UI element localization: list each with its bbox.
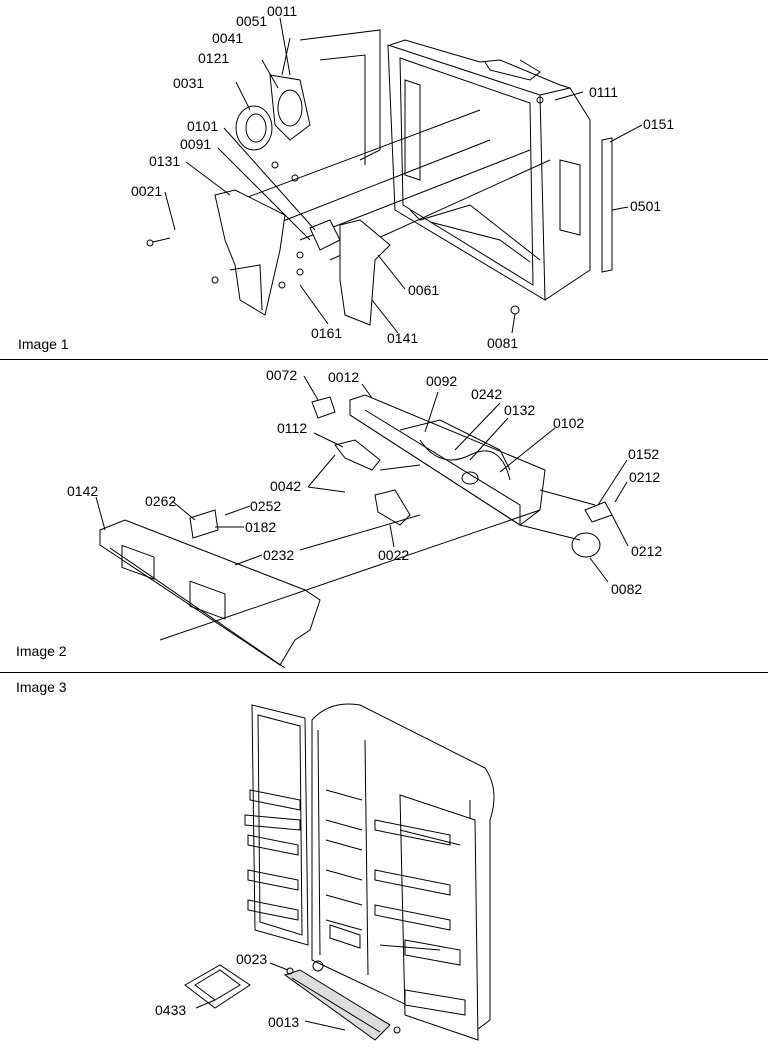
- callout-0212-b: 0212: [631, 543, 663, 559]
- callout-0102: 0102: [553, 415, 585, 431]
- callout-0132: 0132: [504, 402, 536, 418]
- callout-0501: 0501: [630, 198, 662, 214]
- callout-0152: 0152: [628, 446, 660, 462]
- callout-0013: 0013: [268, 1014, 300, 1030]
- callout-0141: 0141: [387, 330, 419, 346]
- callout-0072: 0072: [266, 367, 298, 383]
- vertical-strip: [601, 137, 613, 273]
- fan-disc: [235, 105, 273, 151]
- caption-image-2: Image 2: [16, 643, 67, 659]
- callout-0252: 0252: [250, 498, 282, 514]
- callout-0232: 0232: [263, 547, 295, 563]
- freezer-door: [251, 704, 309, 946]
- callout-0121: 0121: [198, 50, 230, 66]
- callout-0041: 0041: [212, 30, 244, 46]
- callout-0212-a: 0212: [629, 469, 661, 485]
- panel-divider-1: [0, 359, 768, 360]
- drip-tray: [184, 964, 251, 1009]
- callout-0021: 0021: [131, 183, 163, 199]
- callout-0112: 0112: [277, 420, 308, 436]
- callout-0182: 0182: [245, 519, 277, 535]
- callout-0433: 0433: [155, 1002, 187, 1018]
- callout-0131: 0131: [149, 153, 181, 169]
- callout-0092: 0092: [426, 373, 458, 389]
- caption-image-1: Image 1: [18, 336, 69, 352]
- callout-0142: 0142: [67, 483, 99, 499]
- callout-0151: 0151: [643, 116, 675, 132]
- dispenser-panel: [99, 519, 321, 666]
- shroud-right: [339, 219, 391, 326]
- callout-0082: 0082: [611, 581, 643, 597]
- fan-bracket: [269, 74, 311, 141]
- caption-image-3: Image 3: [16, 679, 67, 695]
- callout-0042: 0042: [270, 478, 302, 494]
- callout-0061: 0061: [408, 282, 440, 298]
- callout-0012: 0012: [328, 369, 360, 385]
- callout-0081: 0081: [487, 335, 519, 351]
- callout-0051: 0051: [236, 13, 268, 29]
- callout-0111: 0111: [589, 84, 619, 100]
- shroud-left: [214, 189, 286, 316]
- callout-0091: 0091: [180, 136, 212, 152]
- callout-0023: 0023: [236, 951, 268, 967]
- callout-0022: 0022: [378, 547, 410, 563]
- panel-divider-2: [0, 672, 768, 673]
- callout-0031: 0031: [173, 75, 205, 91]
- callout-0011: 0011: [267, 3, 298, 19]
- callout-0262: 0262: [145, 493, 177, 509]
- callout-0242: 0242: [471, 386, 503, 402]
- callout-0101: 0101: [187, 118, 219, 134]
- callout-0161: 0161: [311, 325, 343, 341]
